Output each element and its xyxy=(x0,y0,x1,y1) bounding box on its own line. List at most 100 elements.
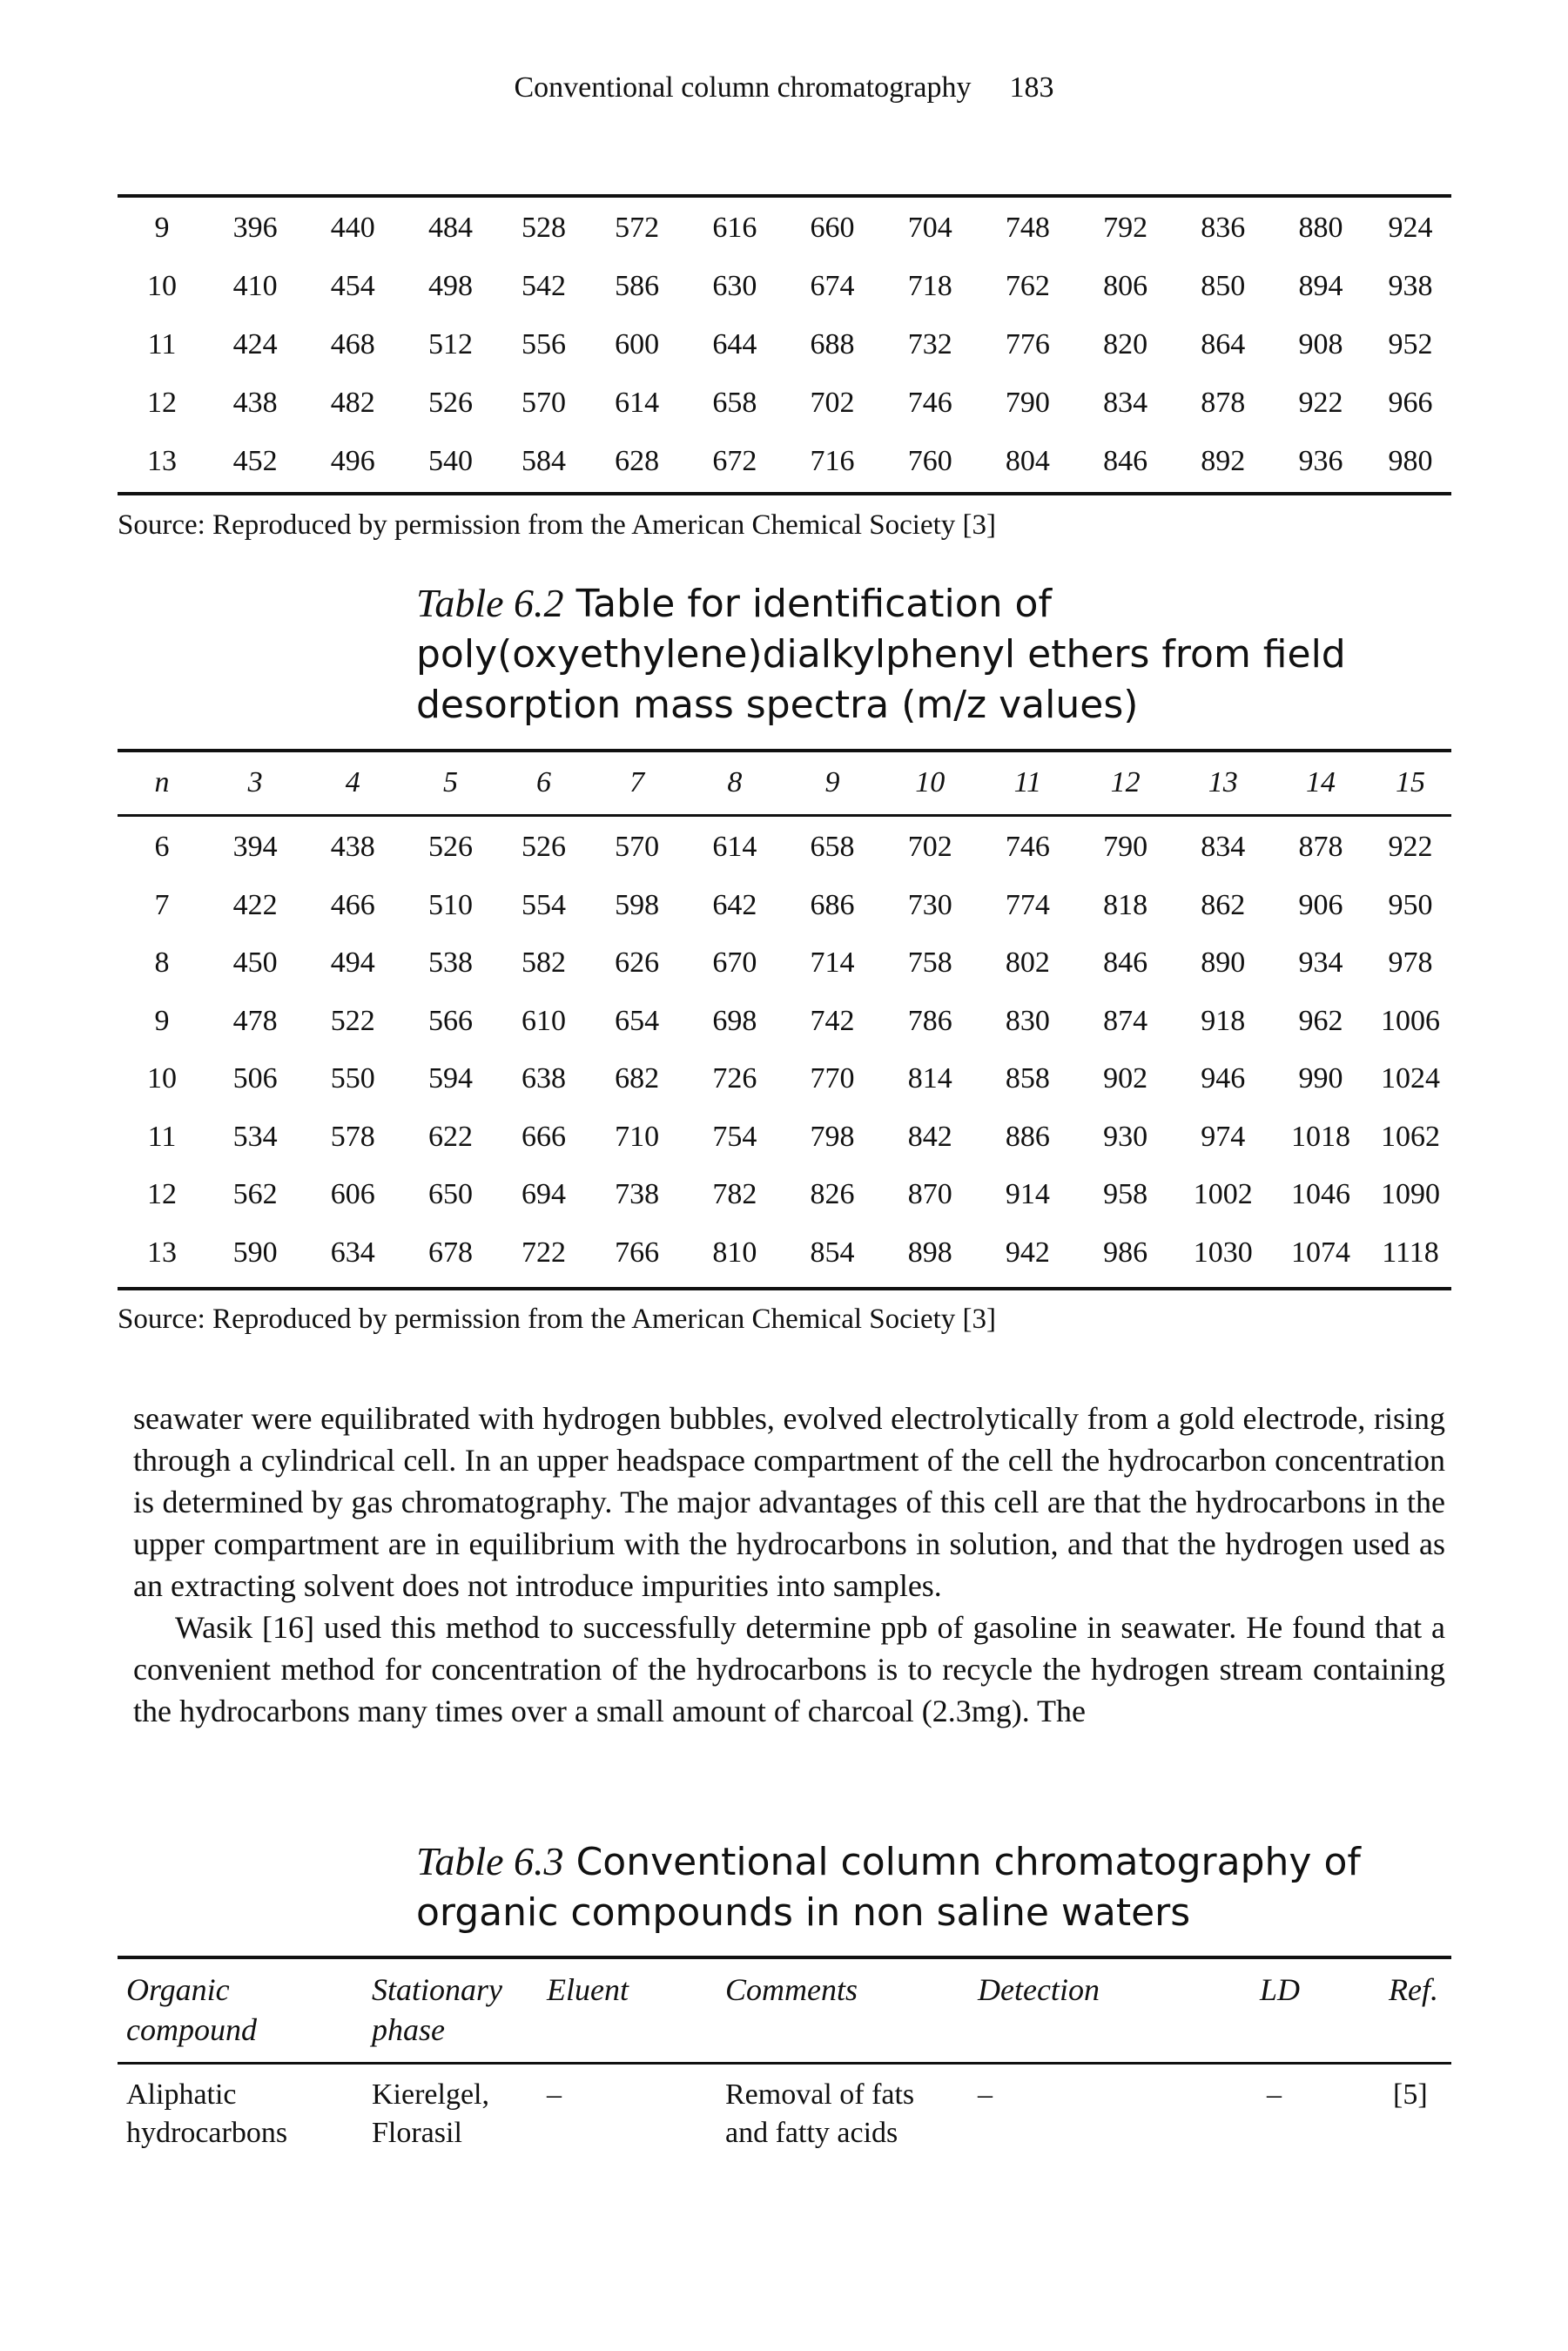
body-text: seawater were equilibrated with hydrogen… xyxy=(133,1398,1445,1732)
table-cell: 10 xyxy=(146,269,177,302)
paragraph-2: Wasik [16] used this method to successfu… xyxy=(133,1610,1445,1728)
table-cell: 862 xyxy=(1201,888,1246,921)
col-head-stationary-line2: phase xyxy=(372,2012,445,2047)
table-cell: 526 xyxy=(427,831,473,864)
table-cell: 12 xyxy=(146,386,177,419)
table-cell: 594 xyxy=(427,1062,473,1095)
table-cell: 10 xyxy=(146,1062,177,1095)
table-cell: 11 xyxy=(147,327,177,360)
table-cell: 1090 xyxy=(1381,1178,1441,1211)
table-cell: 748 xyxy=(1005,211,1050,244)
cell-stationary-phase: Kierelgel, Florasil xyxy=(372,2076,489,2152)
table-cell: 512 xyxy=(427,327,473,360)
table2-title-line2: poly(oxyethylene)dialkylphenyl ethers fr… xyxy=(416,632,1346,677)
table-cell: 1002 xyxy=(1193,1178,1253,1211)
table-cell: 506 xyxy=(232,1062,278,1095)
table-cell: 600 xyxy=(615,327,660,360)
table-cell: 990 xyxy=(1298,1062,1343,1095)
table2-label: Table 6.2 xyxy=(416,581,564,625)
table-cell: 622 xyxy=(427,1120,473,1153)
table-cell: 642 xyxy=(712,888,757,921)
table-cell: 566 xyxy=(427,1004,473,1037)
table-cell: 898 xyxy=(907,1236,952,1269)
table-cell: 5 xyxy=(442,766,458,798)
table-cell: 886 xyxy=(1005,1120,1050,1153)
table-cell: 628 xyxy=(615,444,660,477)
table-cell: 826 xyxy=(810,1178,855,1211)
table-cell: 966 xyxy=(1388,386,1433,419)
table-cell: 682 xyxy=(615,1062,660,1095)
table2-caption: Table 6.2 Table for identification of po… xyxy=(416,578,1461,731)
table-cell: 958 xyxy=(1103,1178,1148,1211)
table-cell: 438 xyxy=(232,386,278,419)
table3-first-row-clip: Aliphatic hydrocarbons Kierelgel, Floras… xyxy=(0,2065,1568,2159)
table-cell: 454 xyxy=(330,269,375,302)
table-cell: 922 xyxy=(1298,386,1343,419)
table-cell: 452 xyxy=(232,444,278,477)
table-cell: 468 xyxy=(330,327,375,360)
table-cell: 686 xyxy=(810,888,855,921)
table-cell: 562 xyxy=(232,1178,278,1211)
table-cell: 440 xyxy=(330,211,375,244)
table-cell: 818 xyxy=(1103,888,1148,921)
page-number: 183 xyxy=(1009,71,1054,104)
table-cell: 738 xyxy=(615,1178,660,1211)
table-cell: 658 xyxy=(810,831,855,864)
table-cell: 774 xyxy=(1005,888,1050,921)
table-cell: 12 xyxy=(1110,766,1141,798)
table-cell: 906 xyxy=(1298,888,1343,921)
table-cell: 802 xyxy=(1005,946,1050,980)
table-cell: 730 xyxy=(907,888,952,921)
table-cell: 726 xyxy=(712,1062,757,1095)
table-cell: 770 xyxy=(810,1062,855,1095)
table-cell: 638 xyxy=(522,1062,567,1095)
table-cell: 892 xyxy=(1201,444,1246,477)
table2-top-rule xyxy=(118,749,1451,752)
table-cell: 484 xyxy=(427,211,473,244)
table-cell: 1046 xyxy=(1290,1178,1350,1211)
table-cell: 722 xyxy=(522,1236,567,1269)
table-cell: 858 xyxy=(1005,1062,1050,1095)
table-cell: 654 xyxy=(615,1004,660,1037)
cell-ld: – xyxy=(1267,2078,1282,2111)
table-cell: 1030 xyxy=(1193,1236,1253,1269)
table-cell: 1006 xyxy=(1381,1004,1441,1037)
col-head-comments: Comments xyxy=(725,1972,858,2007)
table-cell: 670 xyxy=(712,946,757,980)
table-cell: 410 xyxy=(232,269,278,302)
table-cell: 528 xyxy=(522,211,567,244)
table-cell: 714 xyxy=(810,946,855,980)
table-cell: 1074 xyxy=(1290,1236,1350,1269)
table-cell: 702 xyxy=(907,831,952,864)
cell-comments: Removal of fats and fatty acids xyxy=(725,2076,914,2152)
table-cell: 946 xyxy=(1201,1062,1246,1095)
table-cell: 590 xyxy=(232,1236,278,1269)
table-cell: 836 xyxy=(1201,211,1246,244)
table-cell: 582 xyxy=(522,946,567,980)
table-cell: 9 xyxy=(824,766,840,798)
table-cell: 630 xyxy=(712,269,757,302)
table-cell: 786 xyxy=(907,1004,952,1037)
table-cell: 830 xyxy=(1005,1004,1050,1037)
table-cell: 424 xyxy=(232,327,278,360)
col-head-organic-line2: compound xyxy=(126,2012,257,2047)
table-cell: 598 xyxy=(615,888,660,921)
table-cell: 902 xyxy=(1103,1062,1148,1095)
table-cell: 9 xyxy=(154,1004,170,1037)
table-cell: 494 xyxy=(330,946,375,980)
table-cell: 854 xyxy=(810,1236,855,1269)
table3-title-line2: organic compounds in non saline waters xyxy=(416,1890,1191,1935)
table-cell: 894 xyxy=(1298,269,1343,302)
table-cell: n xyxy=(154,766,170,798)
table-cell: 614 xyxy=(615,386,660,419)
table-cell: 13 xyxy=(146,444,177,477)
table-cell: 914 xyxy=(1005,1178,1050,1211)
table-cell: 804 xyxy=(1005,444,1050,477)
table-cell: 922 xyxy=(1388,831,1433,864)
table-cell: 978 xyxy=(1388,946,1433,980)
